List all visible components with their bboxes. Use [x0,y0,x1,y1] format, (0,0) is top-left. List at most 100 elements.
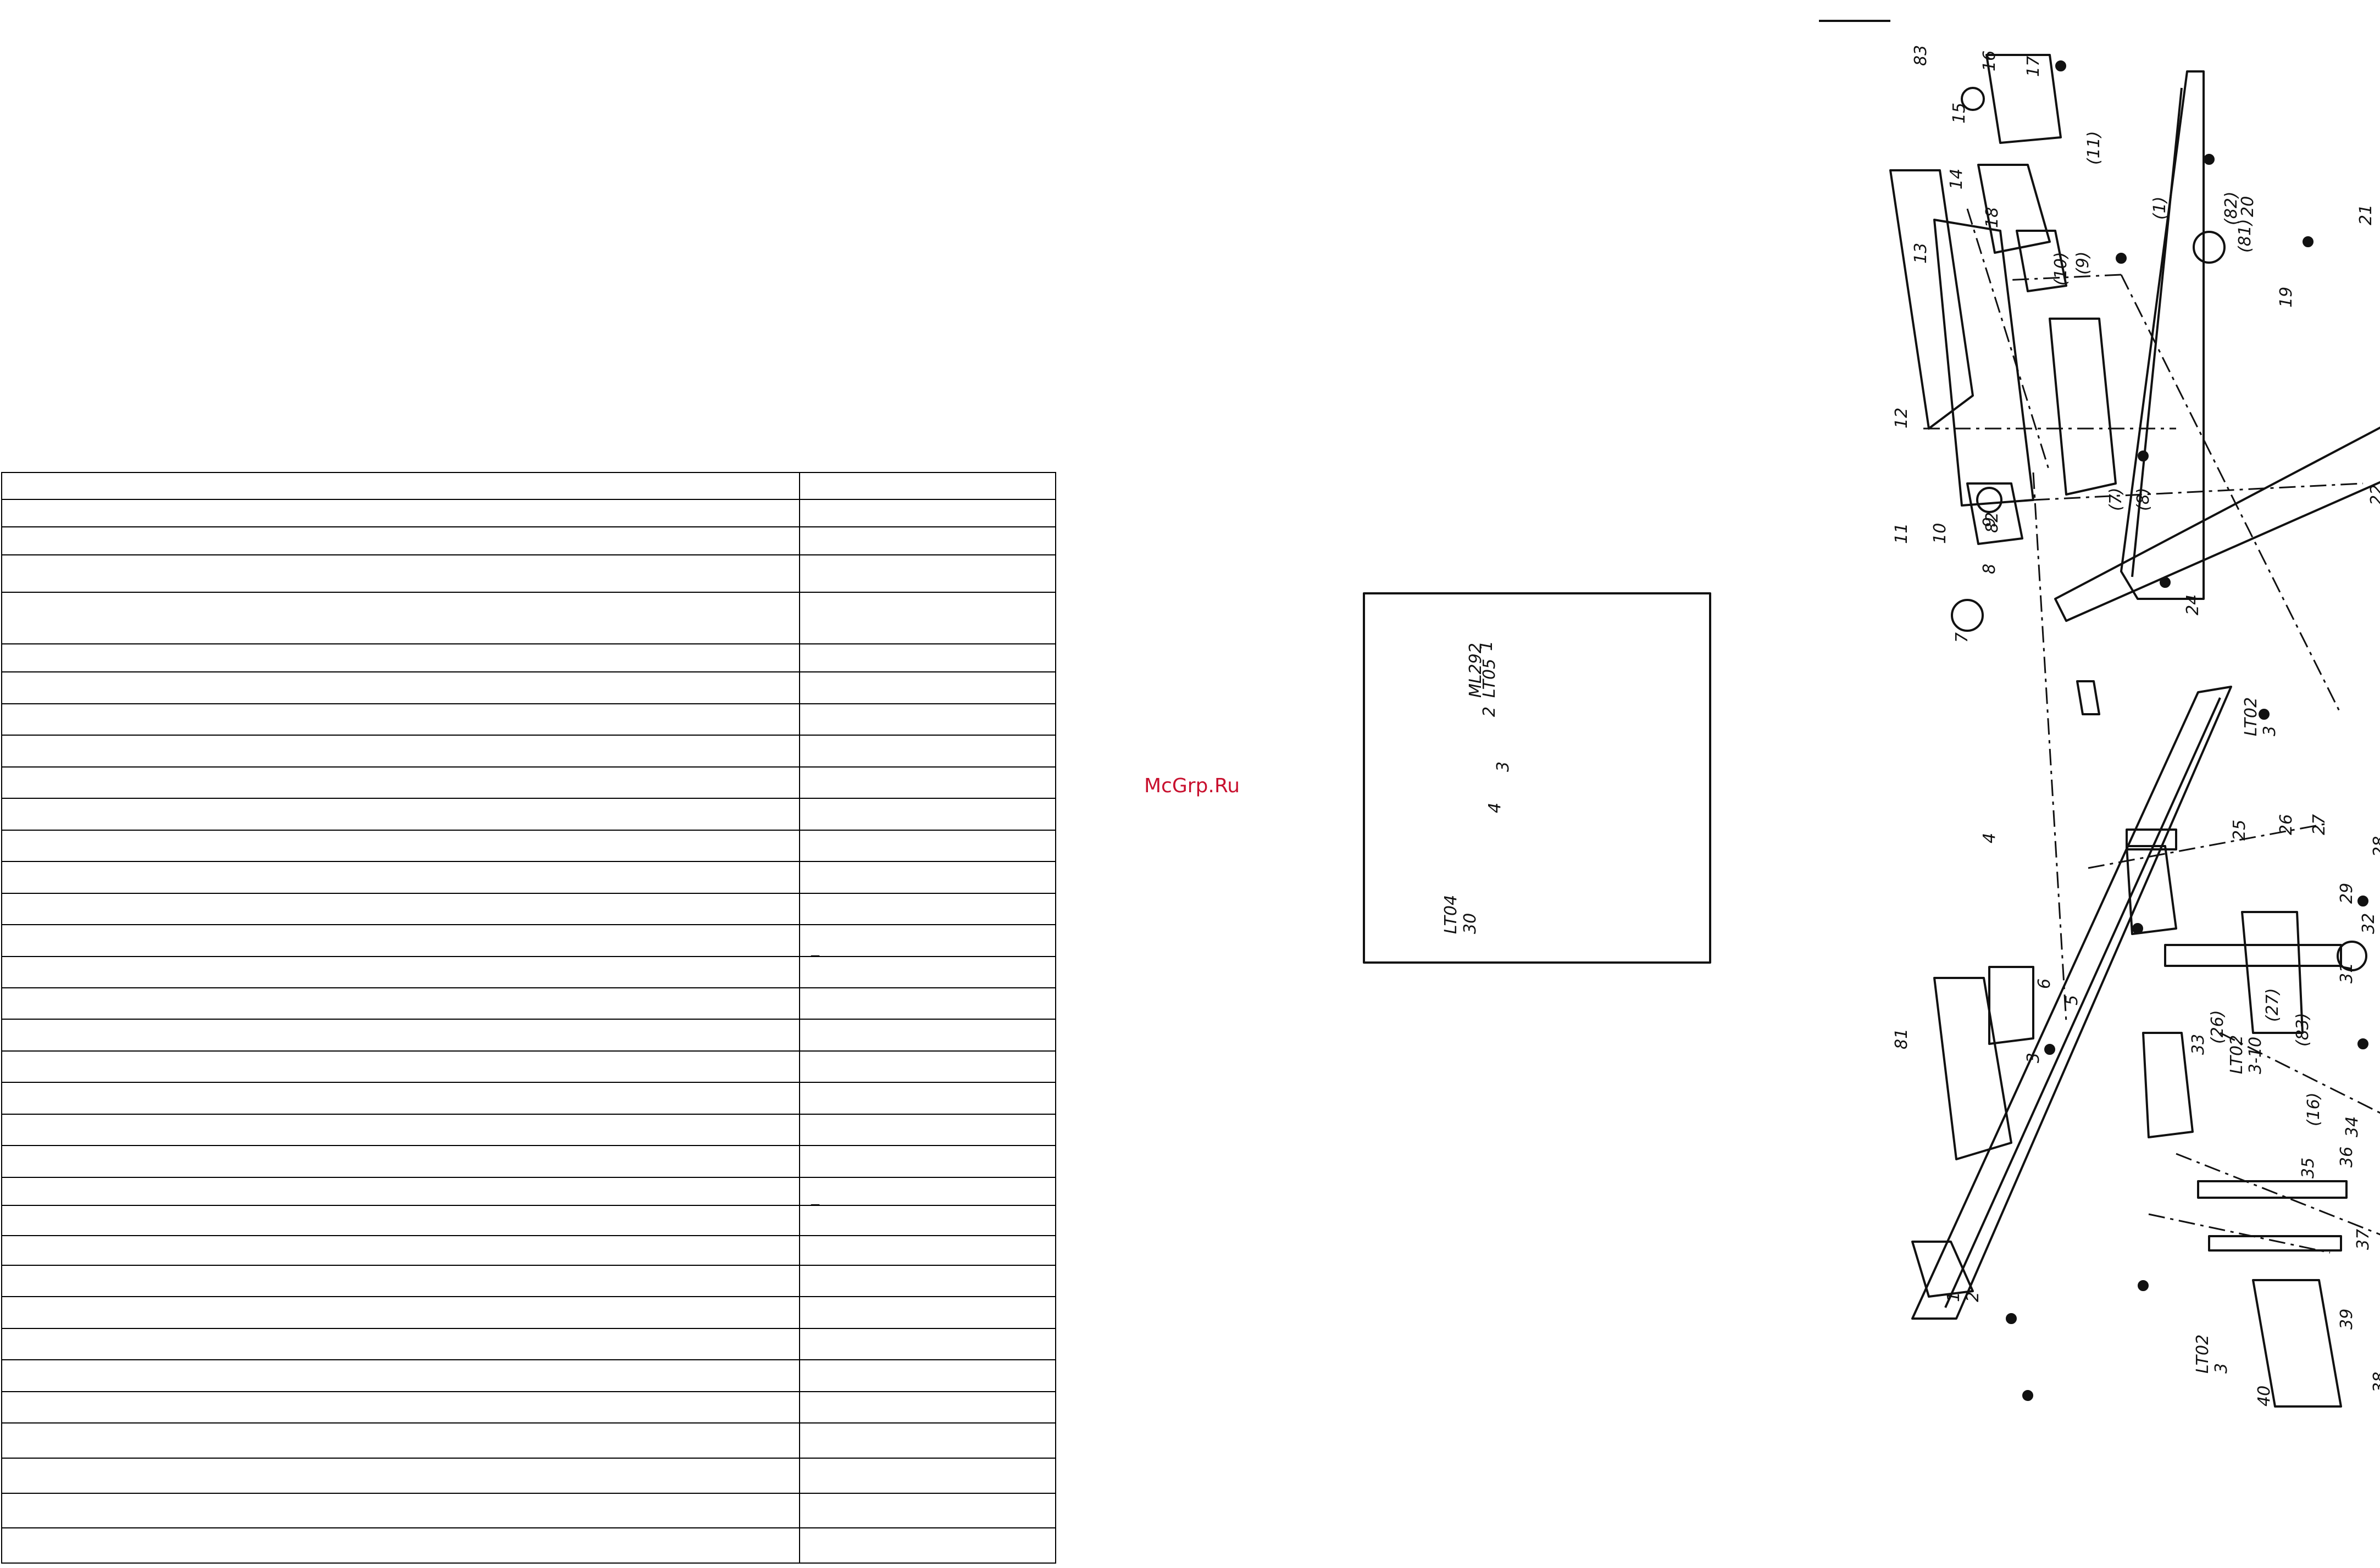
part-label-32: 33 [2189,1034,2208,1055]
part-qty-cell [799,1492,1056,1529]
screw-12 [2022,1390,2033,1401]
part-label-14: 15 [1950,103,1969,124]
part-name-cell [1,671,800,704]
part-qty-cell: _ [799,924,1056,957]
table-row [1,1264,1056,1298]
parts-list-body: __ [1,471,1056,1564]
part-label-43: (9) [2073,252,2093,275]
table-row [1,591,1056,645]
inset-label-6: LT04 [1441,895,1461,934]
part-label-36: 37 [2354,1229,2373,1250]
part-qty-cell [799,643,1056,673]
part-qty-cell [799,1457,1056,1494]
part-qty-cell [799,735,1056,768]
part-qty-cell [799,671,1056,704]
assembly-line-b [2120,274,2342,715]
part-label-21: 22 [2367,485,2380,505]
part-label-0: 1 [1944,1292,1963,1302]
part-label-8: 9 [1980,517,1999,527]
infeed-table-2-edge [1944,697,2221,1308]
part-label-51: 83 [1911,45,1930,66]
part-label-44: (10) [2051,252,2071,286]
housing-30 [2241,911,2304,1034]
part-label-3: 4 [1980,833,1999,843]
part-label-34: 35 [2299,1158,2318,1178]
assembly-line-i [1966,208,2051,473]
part-name-cell [1,1082,800,1115]
part-qty-cell [799,861,1056,894]
plate-12 [1933,219,2034,507]
rod-37 [2208,1235,2342,1252]
part-label-53: (82) [2222,191,2241,225]
bracket-33 [2142,1032,2194,1138]
part-name-cell [1,1327,800,1361]
table-row [1,829,1056,863]
part-label-10: 11 [1892,523,1911,544]
gear-82-upper [2193,231,2226,264]
part-name-cell [1,1050,800,1083]
ref-label-3: 3-10 [2246,1037,2265,1074]
block-10 [1966,482,2023,545]
table-row [1,892,1056,926]
ref-label-9: 3 [2212,1363,2231,1374]
part-qty-cell [799,955,1056,989]
table-row [1,1205,1056,1236]
block-10-upper [2016,230,2067,292]
part-name-cell [1,1235,800,1266]
table-row [1,735,1056,768]
assembly-line-g [2176,1153,2380,1236]
part-name-cell [1,1359,800,1392]
part-label-30: 31 [2337,963,2356,983]
part-qty-cell [799,766,1056,799]
bracket-25 [2126,845,2177,935]
ref-label-0: LT02 [2242,697,2261,736]
ledge-22 [2054,426,2380,622]
part-name-cell [1,766,800,799]
part-qty-cell [799,591,1056,645]
part-name-cell [1,861,800,894]
inset-label-3: 4 [1485,803,1505,813]
screw-4 [2303,236,2314,247]
part-qty-cell [799,1391,1056,1424]
part-name-cell [1,703,800,736]
part-name-cell [1,643,800,673]
part-qty-cell [799,1327,1056,1361]
part-qty-cell [799,892,1056,926]
gear-82 [1976,487,2002,513]
screw-1 [2204,154,2215,165]
part-qty-cell [799,1050,1056,1083]
part-name-cell [1,1176,800,1206]
part-label-13: 14 [1947,169,1966,190]
part-label-20: 21 [2356,204,2376,225]
part-name-cell [1,924,800,957]
table-row [1,955,1056,989]
table-row [1,643,1056,673]
table-row [1,987,1056,1020]
pin-26 [2126,829,2177,850]
part-qty-cell [799,1527,1056,1564]
screw-2 [2116,253,2127,264]
part-qty-cell [799,1422,1056,1459]
part-label-26: 27 [2310,814,2329,835]
screw-16 [2259,709,2270,720]
part-name-cell [1,829,800,863]
arm-3 [1933,977,2012,1160]
table-row [1,1391,1056,1424]
part-label-1: 2 [1963,1292,1983,1302]
part-label-16: 17 [2024,56,2043,77]
part-name-cell [1,1205,800,1236]
part-qty-cell [799,1264,1056,1298]
part-label-27: 28 [2370,836,2380,857]
assembly-line-c [2033,482,2364,501]
part-qty-cell [799,499,1056,527]
screw-15 [2132,923,2143,934]
ref-label-2: LT02 [2227,1035,2246,1074]
part-label-49: 81 [1892,1028,1911,1049]
screw-13 [2006,1313,2017,1324]
long-rail-21 [2120,70,2205,600]
bushing-31 [2337,941,2367,971]
screw-8 [2357,1038,2368,1049]
table-row [1,1327,1056,1361]
part-name-cell [1,1422,800,1459]
part-name-cell [1,499,800,527]
